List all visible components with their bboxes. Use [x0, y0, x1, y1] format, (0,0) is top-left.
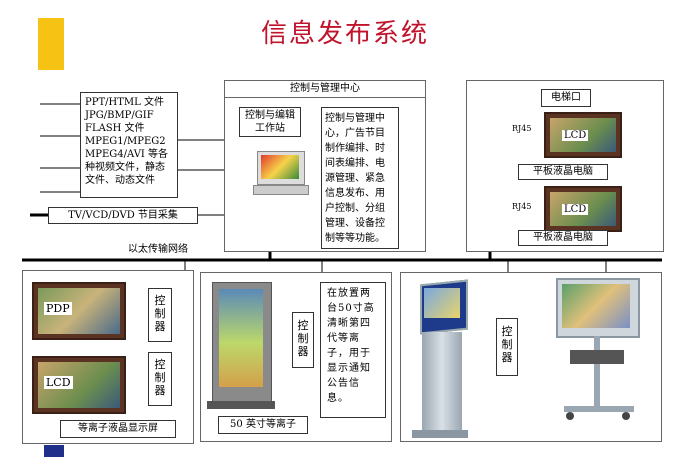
controller-box: 控制器 [148, 352, 172, 406]
description-line: 间表编排、电 [325, 156, 395, 171]
lcd-label: LCD [562, 204, 588, 215]
source-item: 种视频文件，静态 [85, 161, 173, 174]
pc-label-box: 平板液晶电脑 [518, 230, 608, 246]
pc-label: 平板液晶电脑 [519, 231, 607, 245]
capture-box: TV/VCD/DVD 节目采集 [48, 207, 198, 224]
control-center-title: 控制与管理中心 [225, 81, 425, 97]
controller-box: 控制器 [292, 312, 314, 368]
pc-label-box: 平板液晶电脑 [518, 164, 608, 180]
elevator-title-box: 电梯口 [541, 89, 591, 107]
pdp-screen: PDP [32, 282, 126, 340]
source-item: MPEG1/MPEG2 [85, 135, 173, 148]
control-center-title-bar: 控制与管理中心 [225, 81, 425, 98]
source-item: MPEG4/AVI 等各 [85, 148, 173, 161]
workstation-label: 控制与编辑工作站 [240, 108, 300, 136]
controller-label: 控制器 [297, 319, 309, 358]
capture-label: TV/VCD/DVD 节目采集 [49, 208, 197, 223]
control-center-panel: 控制与管理中心 控制与编辑工作站 控制与管理中 心，广告节目 制作编排、时 间表… [224, 80, 426, 252]
plasma-caption: 等离子液晶显示屏 [61, 421, 175, 437]
workstation-computer-icon [253, 151, 307, 193]
controller-box: 控制器 [496, 318, 518, 376]
center-description-box: 控制与管理中 心，广告节目 制作编排、时 间表编排、电 源管理、紧急 信息发布、… [321, 107, 399, 249]
controller-label: 控制器 [154, 358, 166, 397]
plasma50-caption: 50 英寸等离子 [219, 417, 307, 433]
plasma-caption-box: 等离子液晶显示屏 [60, 420, 176, 438]
rj45-label: RJ45 [512, 202, 531, 211]
source-item: JPG/BMP/GIF [85, 109, 173, 122]
plasma50-description: 在放置两台50寸高清晰第四代等离子，用于显示通知公告信息。 [327, 286, 379, 406]
kiosk-image [412, 282, 468, 438]
lcd-label: LCD [44, 376, 73, 389]
standing-display-image [212, 282, 272, 408]
description-line: 户控制、分组 [325, 201, 395, 216]
workstation-label-box: 控制与编辑工作站 [239, 107, 301, 137]
pc-label: 平板液晶电脑 [519, 165, 607, 179]
lcd-screen-2: LCD [544, 186, 622, 232]
media-sources-box: PPT/HTML 文件 JPG/BMP/GIF FLASH 文件 MPEG1/M… [80, 92, 178, 198]
controller-label: 控制器 [501, 325, 513, 364]
plasma50-description-box: 在放置两台50寸高清晰第四代等离子，用于显示通知公告信息。 [320, 282, 386, 418]
description-line: 制作编排、时 [325, 141, 395, 156]
controller-box: 控制器 [148, 288, 172, 342]
controller-label: 控制器 [154, 294, 166, 333]
description-line: 控制与管理中 [325, 111, 395, 126]
source-item: PPT/HTML 文件 [85, 96, 173, 109]
mobile-display-image [556, 278, 642, 438]
source-item: FLASH 文件 [85, 122, 173, 135]
pdp-label: PDP [44, 302, 72, 315]
description-line: 心，广告节目 [325, 126, 395, 141]
lcd-screen-3: LCD [32, 356, 126, 414]
elevator-title: 电梯口 [542, 90, 590, 106]
description-line: 制等等功能。 [325, 231, 395, 246]
lcd-label: LCD [562, 130, 588, 141]
description-line: 管理、设备控 [325, 216, 395, 231]
source-item: 文件、动态文件 [85, 174, 173, 187]
rj45-label: RJ45 [512, 124, 531, 133]
plasma50-caption-box: 50 英寸等离子 [218, 416, 308, 434]
description-line: 源管理、紧急 [325, 171, 395, 186]
network-label: 以太传输网络 [128, 244, 188, 256]
lcd-screen-1: LCD [544, 112, 622, 158]
description-line: 信息发布、用 [325, 186, 395, 201]
